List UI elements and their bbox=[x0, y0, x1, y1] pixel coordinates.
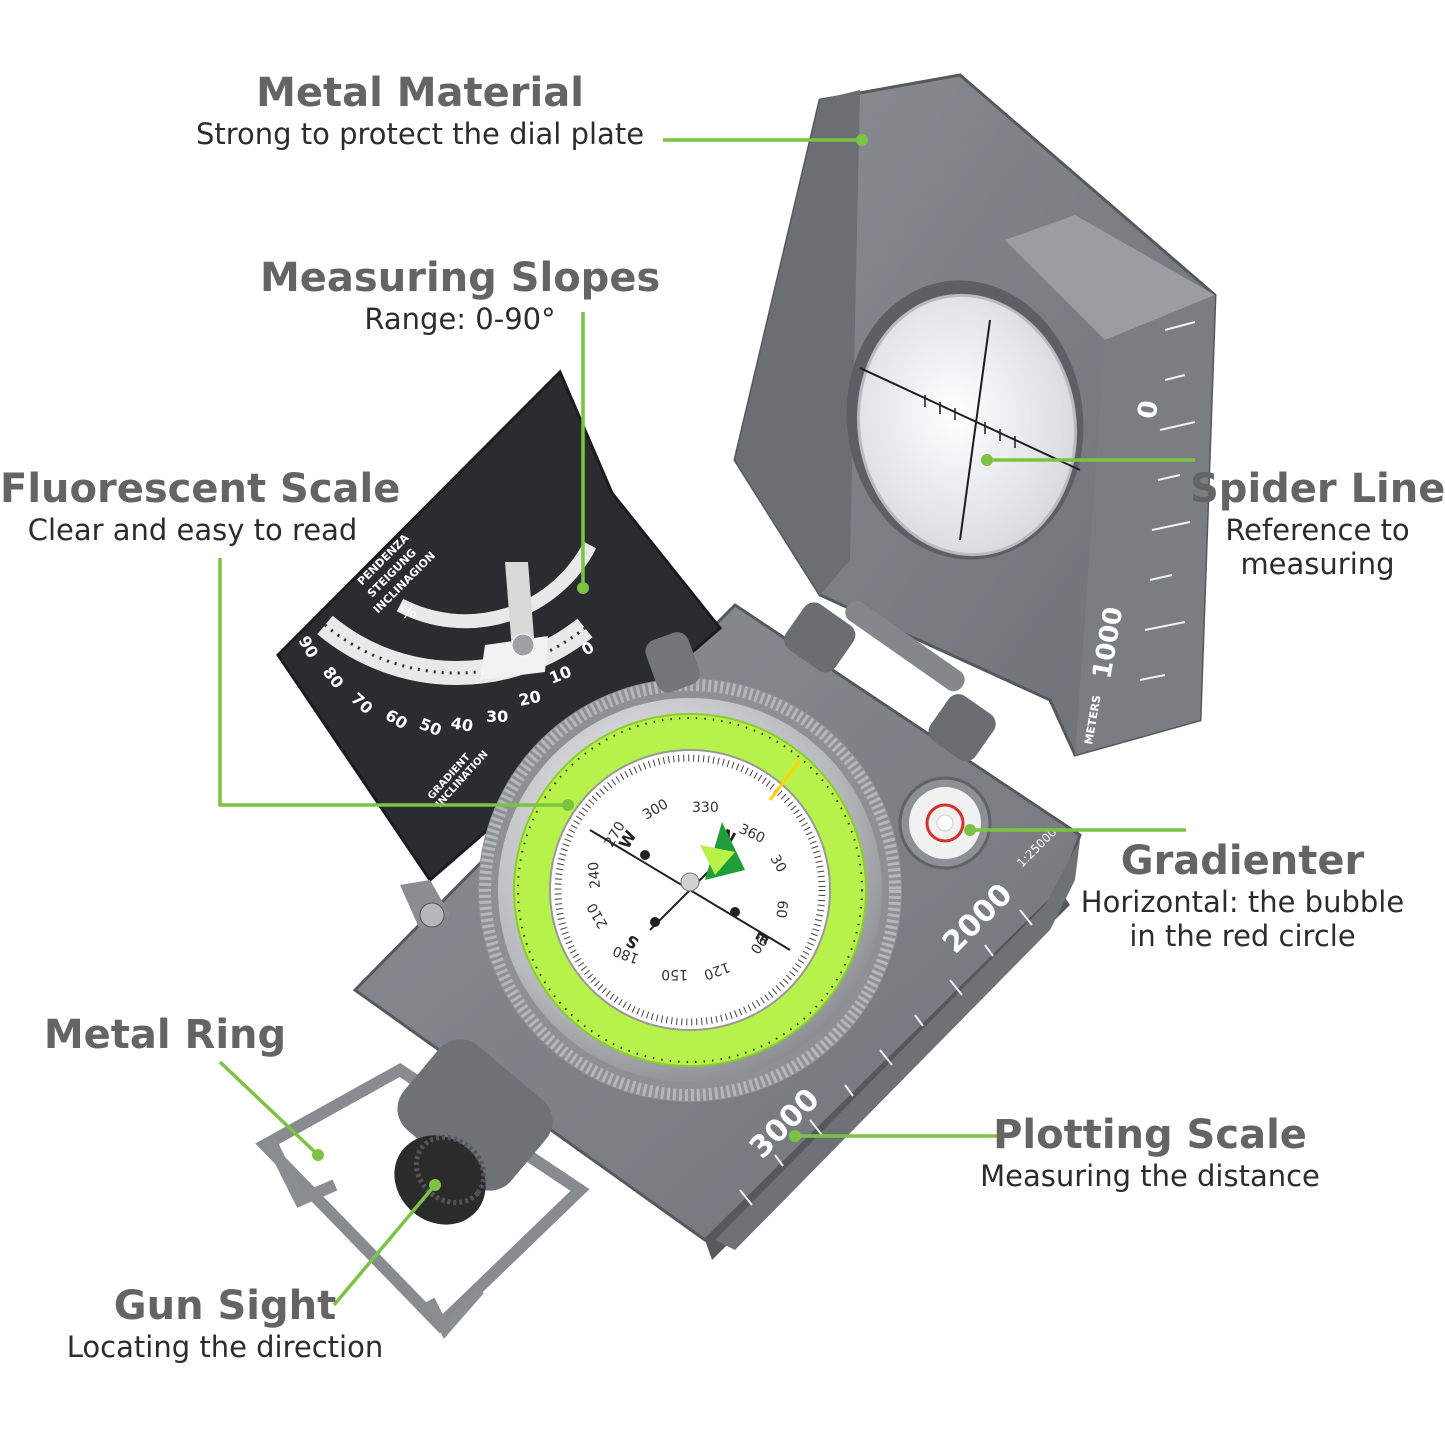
lid-scale-ticks bbox=[1139, 321, 1196, 681]
callout-title: Gun Sight bbox=[113, 1283, 337, 1329]
clinometer-plate: PENDENZA STEIGUNG INCLINAGION % 90 80 70… bbox=[276, 369, 723, 930]
leader-gun-sight bbox=[332, 1183, 437, 1307]
svg-text:150: 150 bbox=[661, 966, 688, 982]
svg-text:330: 330 bbox=[692, 800, 719, 816]
compass-lid: 0 1000 METERS bbox=[733, 73, 1217, 757]
svg-text:40: 40 bbox=[449, 713, 474, 736]
callout-subtitle-line1: Horizontal: the bubble bbox=[1080, 885, 1405, 920]
callout-subtitle: Clear and easy to read bbox=[27, 513, 358, 548]
callout-subtitle: Locating the direction bbox=[66, 1330, 384, 1365]
callout-title: Fluorescent Scale bbox=[0, 466, 401, 512]
lid-scale-0: 0 bbox=[1132, 398, 1165, 421]
spider-line-horizontal bbox=[859, 367, 1081, 471]
callout-subtitle-line1: Reference to bbox=[1225, 513, 1410, 548]
callout-title: Plotting Scale bbox=[993, 1112, 1307, 1158]
callout-gradienter: Gradienter Horizontal: the bubble in the… bbox=[1060, 838, 1425, 954]
leader-metal-ring bbox=[218, 1060, 320, 1157]
callout-leader-dots bbox=[312, 134, 993, 1191]
callout-title: Metal Ring bbox=[43, 1012, 287, 1058]
callout-plotting-scale: Plotting Scale Measuring the distance bbox=[960, 1112, 1340, 1193]
spider-line-vertical bbox=[959, 319, 991, 541]
callout-subtitle-line2: in the red circle bbox=[1129, 919, 1356, 954]
callout-metal-ring: Metal Ring bbox=[40, 1012, 290, 1059]
lid-hinge bbox=[784, 600, 996, 762]
callout-title: Gradienter bbox=[1120, 838, 1365, 884]
callout-subtitle: Strong to protect the dial plate bbox=[195, 117, 645, 152]
callout-title: Spider Line bbox=[1190, 466, 1445, 512]
svg-text:30: 30 bbox=[486, 707, 508, 726]
callout-measuring-slopes: Measuring Slopes Range: 0-90° bbox=[260, 255, 660, 336]
svg-text:240: 240 bbox=[586, 861, 604, 889]
callout-gun-sight: Gun Sight Locating the direction bbox=[50, 1283, 400, 1364]
callout-title: Metal Material bbox=[256, 70, 584, 116]
callout-fluorescent-scale: Fluorescent Scale Clear and easy to read bbox=[0, 466, 401, 548]
svg-text:60: 60 bbox=[772, 900, 789, 919]
gun-sight-assembly bbox=[255, 632, 700, 1339]
clinometer-percent: % bbox=[400, 602, 417, 623]
spider-line-window bbox=[857, 293, 1077, 557]
svg-text:30: 30 bbox=[767, 852, 790, 875]
callout-metal-material: Metal Material Strong to protect the dia… bbox=[170, 70, 670, 151]
compass-dial: 360 30 60 90 120 150 180 210 240 270 300… bbox=[478, 678, 902, 1102]
gradienter-bubble bbox=[898, 776, 992, 870]
callout-subtitle: Range: 0-90° bbox=[364, 302, 556, 337]
svg-text:20: 20 bbox=[517, 687, 543, 710]
metal-ring-knurling bbox=[479, 679, 901, 1101]
callout-leader-lines bbox=[218, 138, 1195, 1307]
callout-title: Measuring Slopes bbox=[260, 255, 661, 301]
leader-fluorescent-scale bbox=[218, 558, 568, 807]
callout-spider-line: Spider Line Reference to measuring bbox=[1190, 466, 1445, 582]
metal-ring bbox=[264, 1137, 338, 1208]
callout-subtitle: Measuring the distance bbox=[980, 1159, 1320, 1194]
plotting-scale-ticks bbox=[739, 909, 1033, 1206]
callout-subtitle-line2: measuring bbox=[1240, 547, 1395, 582]
